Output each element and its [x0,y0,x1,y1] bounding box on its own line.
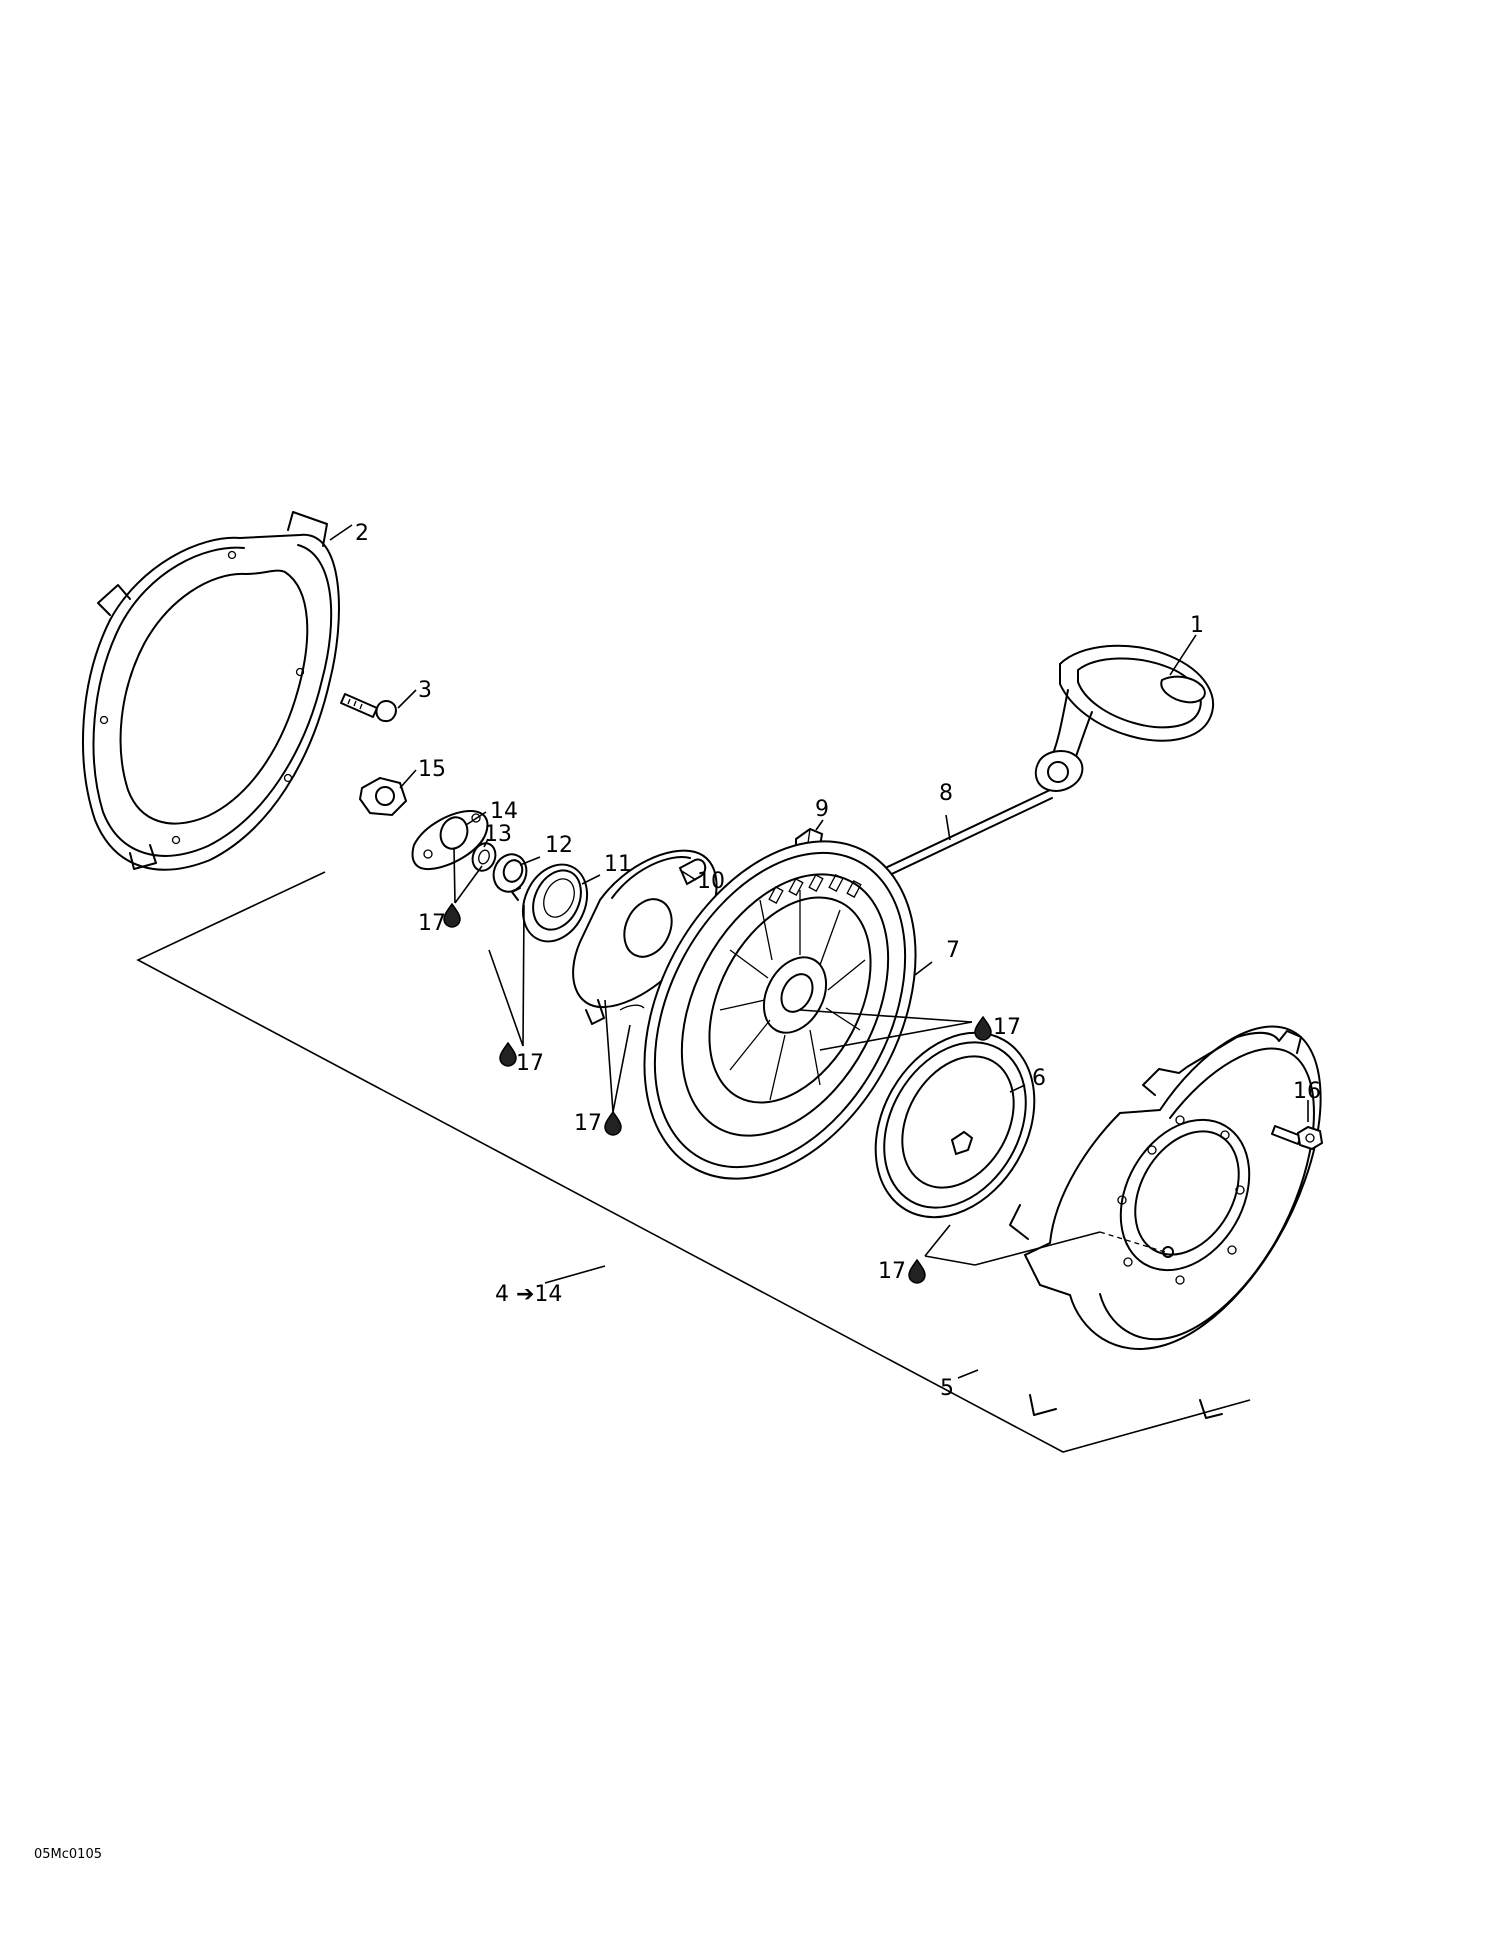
callout-13: 13 [484,822,512,847]
callout-15: 15 [418,757,446,782]
part-7-pulley [643,840,917,1180]
drop-icon [974,1015,992,1041]
callout-labels: 2 1 3 15 14 13 12 11 10 9 8 7 6 16 5 17 … [355,521,1321,1401]
callout-3: 3 [418,678,432,703]
callout-6: 6 [1032,1066,1046,1091]
callout-12: 12 [545,833,573,858]
callout-8: 8 [939,781,953,806]
callout-9: 9 [815,797,829,822]
part-2-housing-ring [82,511,340,871]
callout-7: 7 [946,938,960,963]
part-5-starter-housing [1009,1025,1322,1419]
drop-icon [604,1110,622,1136]
callout-11: 11 [604,852,632,877]
callout-5: 5 [940,1376,954,1401]
callout-17-b: 17 [516,1051,544,1076]
part-11-spring [511,863,589,943]
part-15-nut [358,776,408,817]
callout-17-e: 17 [878,1259,906,1284]
drop-icon [499,1041,517,1067]
drop-icon [908,1258,926,1284]
part-14-plate [411,809,489,871]
part-6-recoil-spring [874,1031,1036,1219]
callout-17-c: 17 [574,1111,602,1136]
assembly-range-label: 4 ➔14 [495,1282,562,1307]
callout-1: 1 [1190,613,1204,638]
drawing-reference-code: 05Mc0105 [34,1847,102,1862]
drop-icon [443,902,461,928]
part-3-screw [340,693,397,723]
callout-2: 2 [355,521,369,546]
part-8-rope [859,789,1053,889]
part-16-bolt [1271,1125,1324,1151]
lubricant-drop-icons [443,902,992,1284]
part-12-bushing [492,853,528,893]
leader-lines [329,524,1309,1379]
assembly-bracket [136,871,1251,1453]
callout-17-a: 17 [418,911,446,936]
callout-16: 16 [1293,1079,1321,1104]
callout-14: 14 [490,799,518,824]
callout-17-d: 17 [993,1015,1021,1040]
part-1-handle [1034,644,1215,792]
callout-10: 10 [697,869,725,894]
